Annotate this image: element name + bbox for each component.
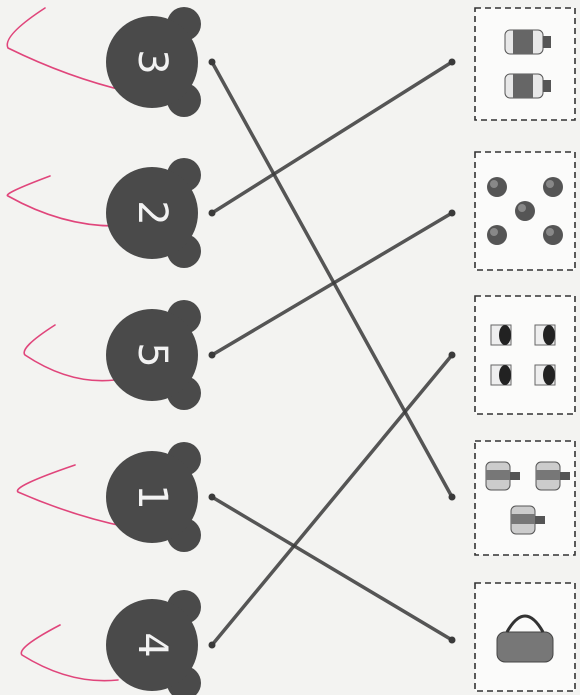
bear-number-2: 2 xyxy=(106,158,216,268)
ball-icon xyxy=(487,225,507,245)
bear-number-4: 1 xyxy=(106,442,216,552)
cup-icon xyxy=(535,365,555,385)
cup-icon xyxy=(535,325,555,345)
picture-box-1 xyxy=(449,8,576,120)
check-mark-5 xyxy=(21,625,118,681)
cup-icon xyxy=(491,325,511,345)
number-label: 4 xyxy=(129,632,175,657)
match-line-2 xyxy=(212,62,452,213)
match-line-5 xyxy=(212,355,452,645)
picture-box-4 xyxy=(449,441,576,555)
number-label: 1 xyxy=(129,484,175,509)
ball-icon xyxy=(543,225,563,245)
number-label: 2 xyxy=(129,200,175,225)
bear-number-3: 5 xyxy=(106,300,216,410)
match-line-3 xyxy=(212,213,452,355)
match-line-1 xyxy=(212,62,452,497)
match-line-4 xyxy=(212,497,452,640)
bear-number-column: 3 2 5 1 4 xyxy=(106,7,216,695)
cup-icon xyxy=(491,365,511,385)
check-mark-3 xyxy=(24,325,115,381)
bear-number-5: 4 xyxy=(106,590,216,695)
ball-icon xyxy=(543,177,563,197)
ball-icon xyxy=(487,177,507,197)
check-mark-2 xyxy=(7,176,115,226)
matching-lines xyxy=(212,62,452,645)
ball-icon xyxy=(515,201,535,221)
picture-box-column xyxy=(449,8,576,691)
picture-box-2 xyxy=(449,152,576,270)
picture-box-5 xyxy=(449,583,576,691)
number-label: 3 xyxy=(129,49,175,74)
bear-number-1: 3 xyxy=(106,7,216,117)
number-label: 5 xyxy=(129,342,175,367)
picture-box-3 xyxy=(449,296,576,414)
